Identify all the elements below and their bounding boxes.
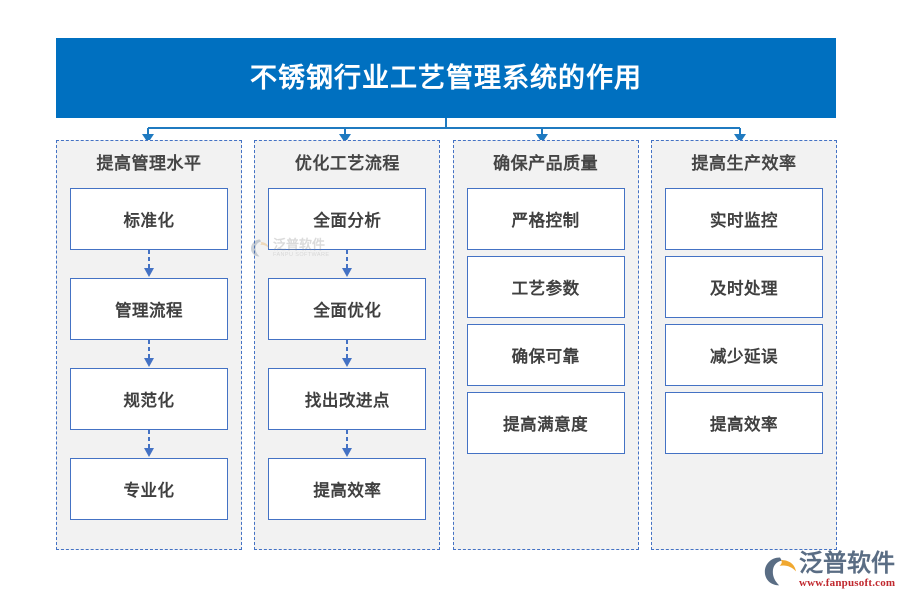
item-box[interactable]: 及时处理 [664, 256, 823, 318]
item-box[interactable]: 全面优化 [268, 278, 427, 340]
item-arrow-connector [268, 340, 426, 368]
item-box[interactable]: 管理流程 [70, 278, 228, 340]
column-items-3: 严格控制 工艺参数 确保可靠 提高满意度 [454, 188, 638, 454]
column-panel-4[interactable]: 提高生产效率 实时监控 及时处理 减少延误 提高效率 [650, 140, 837, 550]
column-panel-1[interactable]: 提高管理水平 标准化 管理流程 规范化 [56, 140, 242, 550]
item-box[interactable]: 规范化 [70, 368, 228, 430]
item-arrow-connector [70, 250, 228, 278]
column-header-4: 提高生产效率 [691, 154, 797, 173]
brand-logo: 泛普软件 www.fanpusoft.com [763, 552, 895, 589]
item-box[interactable]: 工艺参数 [466, 256, 625, 318]
item-box[interactable]: 严格控制 [466, 188, 625, 250]
item-box[interactable]: 标准化 [70, 188, 228, 250]
item-arrow-connector [70, 430, 228, 458]
item-arrow-connector [70, 340, 228, 368]
column-panel-2[interactable]: 优化工艺流程 全面分析 全面优化 找出改进点 [254, 140, 441, 550]
column-header-2: 优化工艺流程 [294, 154, 400, 173]
brand-url: www.fanpusoft.com [799, 577, 896, 589]
brand-logo-text: 泛普软件 www.fanpusoft.com [799, 552, 895, 589]
item-box[interactable]: 确保可靠 [466, 324, 625, 386]
item-box[interactable]: 找出改进点 [268, 368, 427, 430]
column-items-2: 全面分析 全面优化 找出改进点 [255, 188, 439, 520]
item-box[interactable]: 提高效率 [268, 458, 427, 520]
column-group: 提高管理水平 标准化 管理流程 规范化 [56, 140, 837, 550]
fanpu-logo-icon [764, 557, 796, 585]
page-title: 不锈钢行业工艺管理系统的作用 [250, 62, 642, 93]
column-items-1: 标准化 管理流程 规范化 [57, 188, 241, 520]
item-box[interactable]: 提高满意度 [466, 392, 625, 454]
brand-name: 泛普软件 [799, 550, 895, 577]
item-box[interactable]: 专业化 [70, 458, 228, 520]
item-box[interactable]: 减少延误 [664, 324, 823, 386]
item-box[interactable]: 提高效率 [664, 392, 823, 454]
column-header-3: 确保产品质量 [493, 154, 599, 173]
column-items-4: 实时监控 及时处理 减少延误 提高效率 [652, 188, 836, 454]
item-box[interactable]: 实时监控 [664, 188, 823, 250]
title-banner: 不锈钢行业工艺管理系统的作用 [56, 38, 836, 118]
item-arrow-connector [268, 250, 426, 278]
item-arrow-connector [268, 430, 426, 458]
item-box[interactable]: 全面分析 [268, 188, 427, 250]
column-panel-3[interactable]: 确保产品质量 严格控制 工艺参数 确保可靠 提高满意度 [452, 140, 639, 550]
column-header-1: 提高管理水平 [96, 154, 202, 173]
